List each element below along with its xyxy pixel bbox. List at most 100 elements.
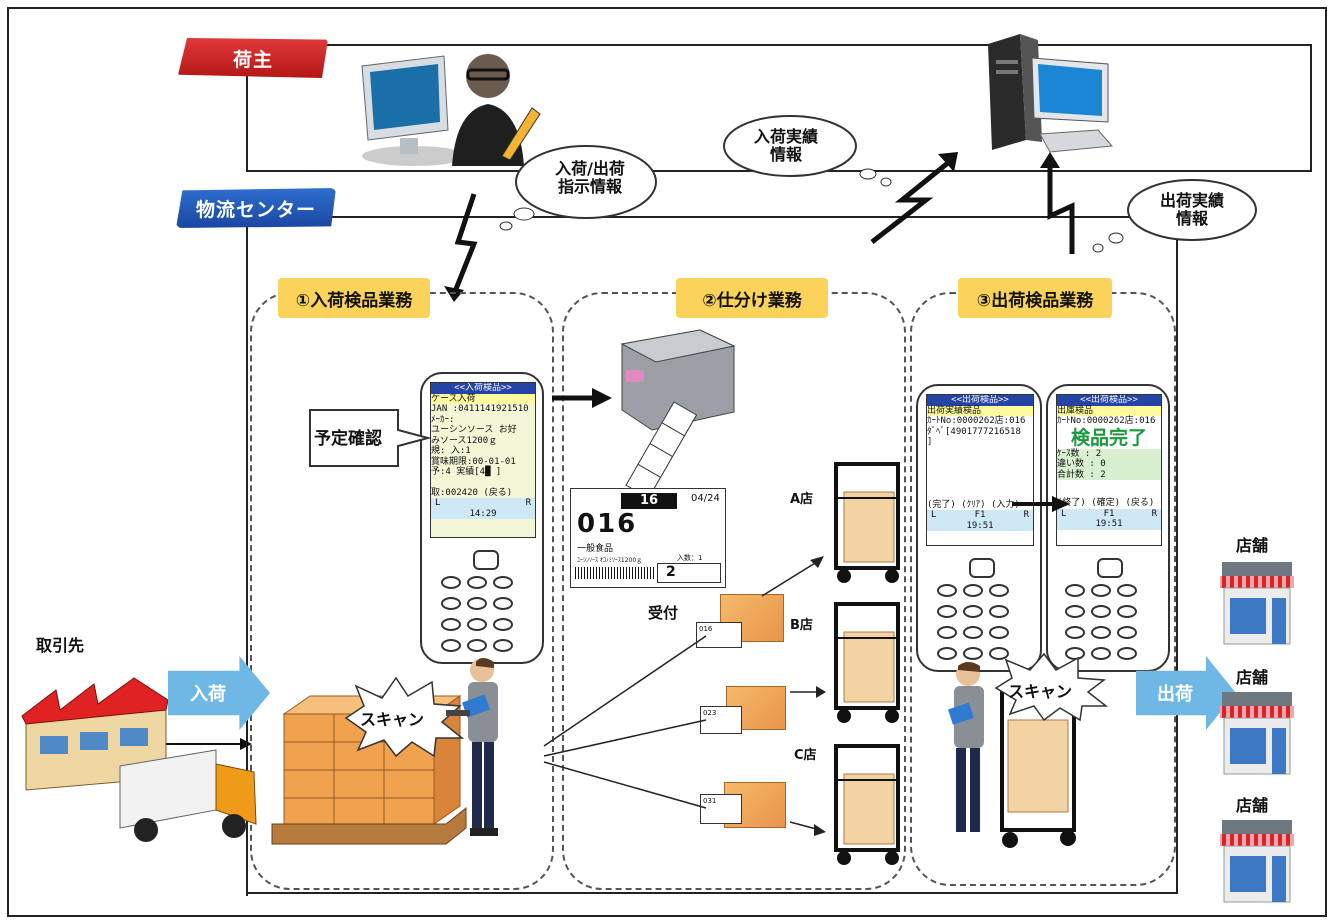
screen-clock: 19:51	[1057, 519, 1161, 530]
screen-line: ユーシンソース お好	[431, 425, 517, 435]
label-barcode	[575, 567, 655, 579]
zone-label-sorting: ②仕分け業務	[676, 278, 828, 318]
screen-line: (終了) (確定) (戻る)	[1057, 498, 1155, 508]
screen-line: ケース入荷	[431, 393, 535, 404]
center-divider	[246, 216, 1178, 218]
label-description: ﾕｰｼﾝｿｰｽ ｵｺﾉﾐｿｰｽ1200ｇ	[577, 557, 643, 564]
label-code: 16	[621, 493, 677, 509]
label-date: 04/24	[691, 493, 720, 504]
screen-line: みソース1200ｇ	[431, 435, 498, 446]
shipper-operator-illustration	[361, 54, 541, 166]
store-b-label: B店	[790, 618, 813, 633]
screen-line: JAN :0411141921510	[431, 404, 529, 414]
host-computer-illustration	[988, 34, 1114, 153]
screen-spacer	[1057, 480, 1161, 498]
screen-title: <<入荷検品>>	[431, 383, 535, 394]
arrow-to-printer	[552, 388, 612, 408]
store-illustration	[1220, 692, 1294, 775]
store-illustration	[1220, 562, 1294, 645]
keypad	[1062, 558, 1158, 666]
screen-line: 規: 入:1	[431, 446, 471, 456]
printed-sorting-label: 16 04/24 016 一般食品 ﾕｰｼﾝｿｰｽ ｵｺﾉﾐｿｰｽ1200ｇ 入…	[570, 488, 726, 588]
scan-burst-receiving	[344, 676, 465, 758]
shop-label: 店舗	[1236, 796, 1269, 815]
shipment-result-cloud-text: 出荷実績 情報	[1159, 191, 1224, 228]
sorting-flow-lines	[543, 556, 826, 836]
receive-label: 受付	[648, 604, 679, 622]
screen-line: 出庫検品	[1057, 405, 1161, 416]
worker-receiving-illustration	[446, 658, 498, 836]
scan-burst-shipping	[994, 652, 1109, 722]
lightning-arrow-down	[444, 193, 478, 302]
carton-label: 023	[700, 706, 742, 734]
store-illustration	[1220, 820, 1294, 903]
stat-line: 違い数 : 0	[1057, 459, 1106, 469]
center-area	[246, 218, 1178, 894]
screen-line: 取:002420 (戻る)	[431, 487, 513, 498]
supplier-label: 取引先	[36, 636, 85, 655]
screen-line	[431, 478, 535, 488]
screen-clock: 19:51	[927, 520, 1033, 531]
screen-line: (完了) (ｸﾘｱ) (入力)	[927, 499, 1020, 510]
zone-label-shipping: ③出荷検品業務	[958, 278, 1112, 318]
label-store-number: 016	[577, 509, 638, 539]
screen-line: 予:4 実績[4█ ]	[431, 467, 502, 477]
center-left-border	[246, 216, 248, 896]
label-quantity-caption: 入数：1	[677, 554, 703, 562]
receipt-result-cloud-shape	[723, 115, 892, 187]
carton-label: 016	[696, 622, 742, 648]
screen-line: 賞味期限:00-01-01	[431, 456, 516, 467]
keypad	[438, 550, 534, 658]
confirm-callout-shape	[309, 409, 432, 467]
screen-line: 出荷実績検品	[927, 405, 1033, 416]
stat-line: ｹｰｽ数 : 2	[1057, 448, 1102, 459]
confirm-callout-text: 予定確認	[314, 429, 382, 449]
screen-line: ｶｰﾄNo:0000262店:016	[927, 416, 1026, 426]
handy-terminal-receiving: <<入荷検品>> ケース入荷 JAN :0411141921510 ﾒｰｶｰ: …	[420, 372, 544, 664]
screen-line: ｶｰﾄNo:0000262店:016	[1057, 416, 1156, 426]
label-category: 一般食品	[577, 544, 614, 554]
scan-text-shipping: スキャン	[1008, 682, 1073, 701]
handy-terminal-shipping-input: <<出荷検品>> 出荷実績検品 ｶｰﾄNo:0000262店:016 ﾀﾞﾍﾞ[…	[916, 384, 1042, 672]
truck-to-center-arrow	[166, 738, 252, 750]
handy-terminal-shipping-done: <<出荷検品>> 出庫検品 ｶｰﾄNo:0000262店:016 検品完了 ｹｰ…	[1046, 384, 1170, 672]
handy-screen-shipping-input: <<出荷検品>> 出荷実績検品 ｶｰﾄNo:0000262店:016 ﾀﾞﾍﾞ[…	[926, 394, 1034, 546]
carton-label: 031	[700, 794, 742, 824]
stat-line: 合計数 : 2	[1057, 469, 1106, 480]
scan-text-receiving: スキャン	[360, 710, 425, 729]
zone-label-receiving: ①入荷検品業務	[278, 278, 430, 318]
label-quantity: 2	[657, 563, 721, 583]
inspection-complete-text: 検品完了	[1070, 426, 1147, 449]
lightning-arrow-up	[1040, 152, 1075, 254]
screen-clock: 14:29	[431, 508, 535, 519]
receipt-result-cloud-text: 入荷実績 情報	[753, 127, 818, 164]
handy-screen-receiving: <<入荷検品>> ケース入荷 JAN :0411141921510 ﾒｰｶｰ: …	[430, 382, 536, 538]
screen-line: ﾀﾞﾍﾞ[4901777216518	[927, 426, 1021, 437]
pallet-boxes-illustration	[271, 695, 467, 845]
lightning-arrow-up-right	[870, 152, 958, 244]
keypad	[934, 558, 1030, 666]
instruction-cloud-shape	[499, 145, 657, 231]
instruction-cloud-text: 入荷/出荷 指示情報	[555, 159, 625, 196]
stats-block: ｹｰｽ数 : 2 違い数 : 0 合計数 : 2	[1057, 448, 1161, 480]
center-tag: 物流センター	[176, 188, 336, 228]
shop-label: 店舗	[1236, 668, 1269, 687]
roll-cart-a	[834, 462, 900, 583]
screen-spacer	[927, 448, 1033, 500]
roll-cart-c	[834, 744, 900, 865]
handy-screen-shipping-done: <<出荷検品>> 出庫検品 ｶｰﾄNo:0000262店:016 検品完了 ｹｰ…	[1056, 394, 1162, 546]
supplier-warehouse-truck-illustration	[21, 677, 257, 842]
shipment-result-cloud-shape	[1092, 179, 1257, 253]
screen-line: ﾒｰｶｰ:	[431, 414, 455, 425]
worker-shipping-illustration	[948, 662, 1076, 848]
screen-title: <<出荷検品>>	[1057, 395, 1161, 406]
screen-transition-arrow	[1012, 496, 1070, 512]
shipper-tag: 荷主	[178, 38, 328, 78]
label-printer-illustration	[620, 329, 736, 499]
store-c-label: C店	[794, 748, 817, 763]
shop-label: 店舗	[1236, 536, 1269, 555]
screen-line: ]	[927, 437, 933, 447]
